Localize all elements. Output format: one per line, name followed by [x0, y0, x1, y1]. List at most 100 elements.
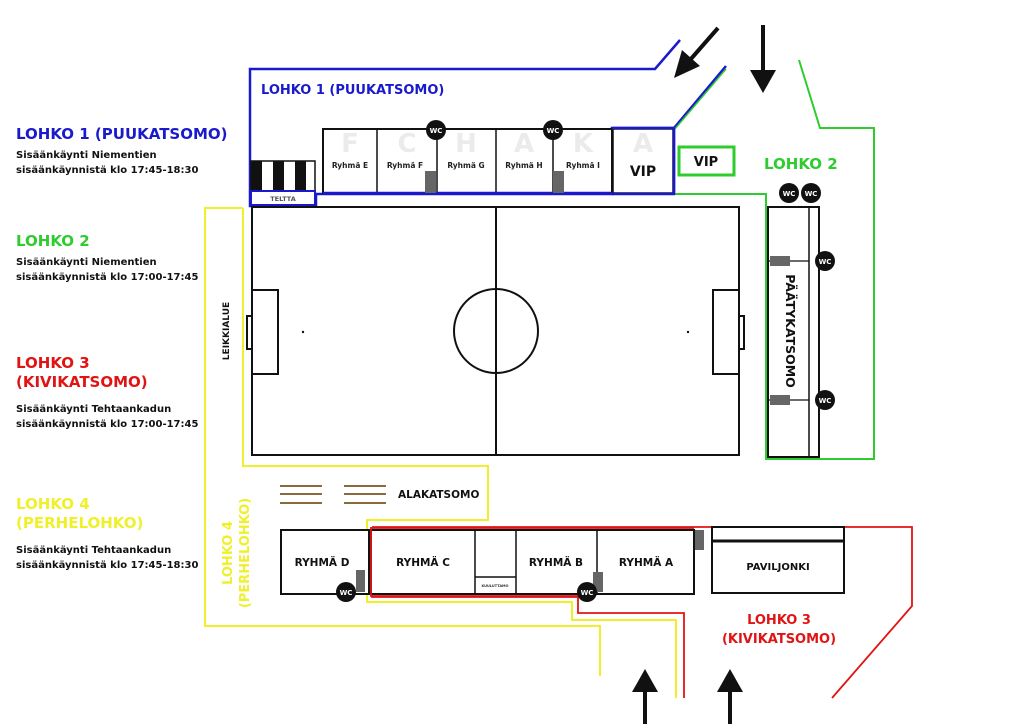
zone-4-label-line: LOHKO 4: [221, 521, 236, 585]
watermark-letter: A: [633, 129, 653, 159]
wc-icon[interactable]: WC: [815, 251, 835, 271]
vip-label-1[interactable]: VIP: [630, 164, 656, 180]
kiosk: [425, 171, 436, 193]
zone-4-label: LOHKO 4 (PERHELOHKO): [221, 498, 253, 608]
legend-desc-line: sisäänkäynnistä klo 17:00-17:45: [16, 419, 199, 430]
goal-right: [738, 315, 745, 350]
legend-desc-line: Sisäänkäynti Niementien: [16, 150, 157, 161]
tent-label: TELTTA: [270, 195, 295, 203]
legend-lohko-4: LOHKO 4 (PERHELOHKO) Sisäänkäynti Tehtaa…: [16, 495, 246, 573]
kiosk: [356, 570, 365, 592]
legend-title: LOHKO 3 (KIVIKATSOMO): [16, 354, 246, 392]
end-stand: [767, 206, 820, 458]
vip-box-2: [677, 145, 736, 177]
watermark-letter: K: [573, 129, 594, 159]
zone-3-label-line: (KIVIKATSOMO): [722, 632, 836, 647]
section-ryhma-d[interactable]: RYHMÄ D: [295, 555, 350, 569]
lower-stand-label[interactable]: ALAKATSOMO: [398, 489, 479, 501]
legend-desc: Sisäänkäynti Tehtaankadun sisäänkäynnist…: [16, 402, 246, 432]
watermark-letter: F: [341, 129, 359, 159]
penalty-box-left: [251, 289, 279, 375]
wc-icon[interactable]: WC: [577, 582, 597, 602]
wc-icon[interactable]: WC: [336, 582, 356, 602]
wc-label: WC: [581, 589, 594, 597]
wc-icon[interactable]: WC: [815, 390, 835, 410]
penalty-spot-left: [301, 330, 305, 334]
entry-arrow-up-icon: [632, 669, 658, 724]
wc-icon[interactable]: WC: [779, 183, 799, 203]
zone-2-label: LOHKO 2: [764, 155, 838, 173]
pavilion: [711, 526, 845, 594]
legend-title-line: LOHKO 4: [16, 495, 90, 513]
wc-label: WC: [819, 258, 832, 266]
section-ryhma-h[interactable]: Ryhmä H: [505, 161, 542, 170]
legend-desc-line: sisäänkäynnistä klo 17:00-17:45: [16, 272, 199, 283]
legend-title-line: (PERHELOHKO): [16, 514, 144, 532]
kiosk: [770, 395, 790, 405]
entry-arrow-down-icon: [750, 25, 776, 93]
watermark: F C H A K A: [341, 129, 653, 159]
entry-arrow-up-icon: [717, 669, 743, 724]
play-area-label[interactable]: LEIKKIALUE: [222, 302, 232, 360]
section-ryhma-c[interactable]: RYHMÄ C: [396, 555, 450, 569]
legend-lohko-1: LOHKO 1 (PUUKATSOMO) Sisäänkäynti Niemen…: [16, 125, 246, 178]
zone-4-label-line: (PERHELOHKO): [238, 498, 253, 608]
legend-desc: Sisäänkäynti Niementien sisäänkäynnistä …: [16, 148, 246, 178]
zone-2-entry-line: [673, 68, 727, 131]
announcer-booth-label[interactable]: KUULUTTAMO: [481, 584, 508, 588]
penalty-box-right: [712, 289, 740, 375]
zone-3-label-line: LOHKO 3: [747, 613, 811, 628]
pavilion-label[interactable]: PAVILJONKI: [746, 562, 809, 573]
kiosk: [553, 171, 564, 193]
wc-label: WC: [805, 190, 818, 198]
wc-label: WC: [340, 589, 353, 597]
legend-desc: Sisäänkäynti Tehtaankadun sisäänkäynnist…: [16, 543, 246, 573]
legend-desc-line: sisäänkäynnistä klo 17:45-18:30: [16, 165, 199, 176]
wc-label: WC: [547, 127, 560, 135]
legend-lohko-3: LOHKO 3 (KIVIKATSOMO) Sisäänkäynti Tehta…: [16, 354, 246, 432]
zone-3-boundary: [372, 526, 913, 699]
section-ryhma-a[interactable]: RYHMÄ A: [619, 555, 674, 569]
wc-icon[interactable]: WC: [801, 183, 821, 203]
wc-icon[interactable]: WC: [543, 120, 563, 140]
zone-1-entry-line: [673, 65, 727, 129]
section-ryhma-e[interactable]: Ryhmä E: [332, 161, 368, 170]
legend-title: LOHKO 1 (PUUKATSOMO): [16, 125, 228, 143]
section-ryhma-f[interactable]: Ryhmä F: [387, 161, 423, 170]
legend-title: LOHKO 4 (PERHELOHKO): [16, 495, 246, 533]
kiosk: [695, 530, 704, 550]
football-pitch: [246, 206, 745, 456]
watermark-letter: C: [397, 129, 416, 159]
lower-stand-benches: [280, 485, 386, 504]
wc-label: WC: [819, 397, 832, 405]
tent: TELTTA: [250, 160, 316, 206]
section-ryhma-b[interactable]: RYHMÄ B: [529, 555, 583, 569]
goal-left: [246, 315, 253, 350]
wc-icon[interactable]: WC: [426, 120, 446, 140]
legend-desc-line: Sisäänkäynti Tehtaankadun: [16, 404, 172, 415]
zone-1-label: LOHKO 1 (PUUKATSOMO): [261, 83, 444, 98]
section-ryhma-g[interactable]: Ryhmä G: [447, 161, 484, 170]
zone-4-boundary: [204, 207, 601, 676]
wc-label: WC: [430, 127, 443, 135]
legend-title: LOHKO 2: [16, 232, 90, 250]
south-stand-main: [370, 529, 695, 595]
kiosk: [593, 572, 603, 592]
vip-label-2[interactable]: VIP: [694, 155, 718, 170]
legend-lohko-2: LOHKO 2 Sisäänkäynti Niementien sisäänkä…: [16, 232, 246, 285]
entry-arrow-diagonal-icon: [674, 26, 720, 78]
legend-desc: Sisäänkäynti Niementien sisäänkäynnistä …: [16, 255, 246, 285]
watermark-letter: A: [514, 129, 534, 159]
end-stand-label[interactable]: PÄÄTYKATSOMO: [783, 274, 798, 388]
zone-3-label: LOHKO 3 (KIVIKATSOMO): [722, 613, 836, 647]
center-circle: [453, 288, 539, 374]
section-ryhma-i[interactable]: Ryhmä I: [566, 161, 600, 170]
watermark-letter: H: [455, 129, 477, 159]
legend-title-line: LOHKO 3: [16, 354, 90, 372]
wc-label: WC: [783, 190, 796, 198]
legend-desc-line: sisäänkäynnistä klo 17:45-18:30: [16, 560, 199, 571]
legend-desc-line: Sisäänkäynti Tehtaankadun: [16, 545, 172, 556]
penalty-spot-right: [686, 330, 690, 334]
wc-badges: WC WC WC WC WC WC WC WC: [336, 120, 835, 602]
